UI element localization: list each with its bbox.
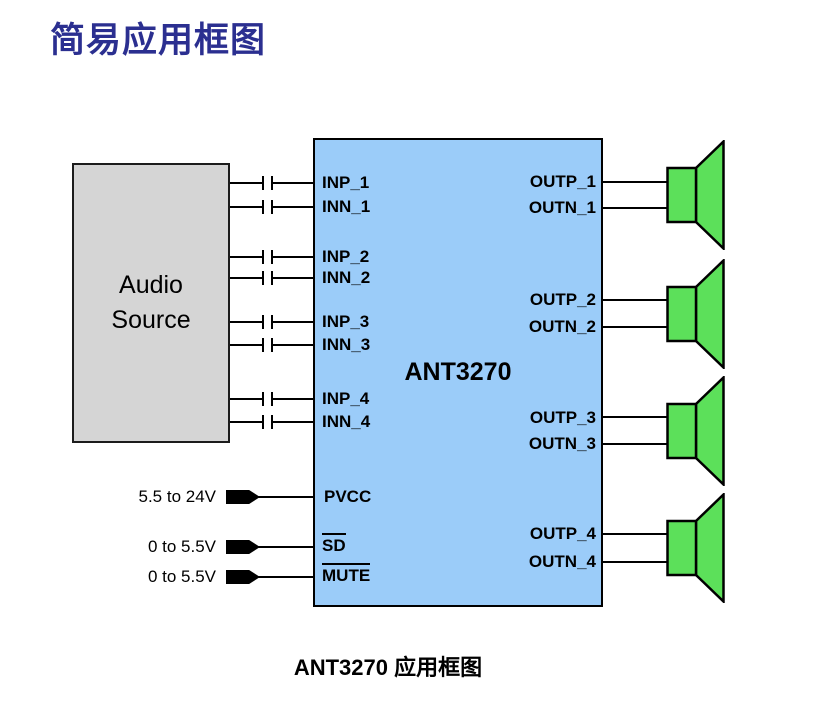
wire-outp4 — [603, 533, 667, 535]
pin-label-inn3: INN_3 — [322, 335, 371, 354]
capacitor-icon — [262, 176, 273, 190]
pin-label-inp2: INP_2 — [322, 247, 370, 266]
pin-label-inn4: INN_4 — [322, 412, 371, 431]
wire-outn4 — [603, 561, 667, 563]
pin-label-pvcc: PVCC — [324, 487, 372, 506]
capacitor-icon — [262, 271, 273, 285]
voltage-label-sd: 0 to 5.5V — [147, 537, 216, 556]
pin-label-inn2: INN_2 — [322, 268, 371, 287]
pin-label-inn1: INN_1 — [322, 197, 371, 216]
capacitor-icon — [262, 392, 273, 406]
pin-label-outn4: OUTN_4 — [528, 552, 596, 571]
audio-source-label: Audio Source — [111, 271, 191, 334]
speaker-icon — [666, 259, 725, 369]
pin-label-mute: MUTE — [322, 563, 371, 586]
pin-label-outn2: OUTN_2 — [528, 317, 596, 336]
pin-label-outp3: OUTP_3 — [529, 408, 596, 427]
chip-name: ANT3270 — [404, 358, 512, 386]
capacitor-icon — [262, 250, 273, 264]
input-terminal-icon — [226, 570, 260, 584]
wire-outp3 — [603, 416, 667, 418]
pin-label-outn1: OUTN_1 — [528, 198, 596, 217]
wire-outn1 — [603, 207, 667, 209]
caption-label: 应用框图 — [394, 655, 483, 680]
pin-label-inp3: INP_3 — [322, 312, 370, 331]
input-terminal-icon — [226, 490, 260, 504]
caption-part-number: ANT3270 — [293, 655, 388, 680]
figure-caption: ANT3270 应用框图 — [238, 650, 538, 682]
capacitor-icon — [262, 338, 273, 352]
chip-block — [313, 138, 603, 607]
audio-source-box: Audio Source — [72, 163, 230, 443]
page-title: 简易应用框图 — [50, 21, 267, 60]
pin-label-sd: SD — [322, 533, 346, 556]
pin-label-inp4: INP_4 — [322, 389, 370, 408]
voltage-label-mute: 0 to 5.5V — [147, 567, 216, 586]
voltage-label-pvcc: 5.5 to 24V — [138, 487, 216, 506]
speaker-icon — [666, 140, 725, 250]
capacitor-icon — [262, 200, 273, 214]
wire-mute — [258, 576, 313, 578]
input-terminal-icon — [226, 540, 260, 554]
wire-outn3 — [603, 443, 667, 445]
capacitor-icon — [262, 415, 273, 429]
wire-outn2 — [603, 326, 667, 328]
capacitor-icon — [262, 315, 273, 329]
speaker-icon — [666, 376, 725, 486]
pin-label-outp1: OUTP_1 — [529, 172, 596, 191]
pin-label-outp4: OUTP_4 — [529, 524, 596, 543]
pin-label-outn3: OUTN_3 — [528, 434, 596, 453]
wire-pvcc — [258, 496, 313, 498]
pin-label-inp1: INP_1 — [322, 173, 370, 192]
wire-outp1 — [603, 181, 667, 183]
speaker-icon — [666, 493, 725, 603]
wire-outp2 — [603, 299, 667, 301]
pin-label-outp2: OUTP_2 — [529, 290, 596, 309]
wire-sd — [258, 546, 313, 548]
